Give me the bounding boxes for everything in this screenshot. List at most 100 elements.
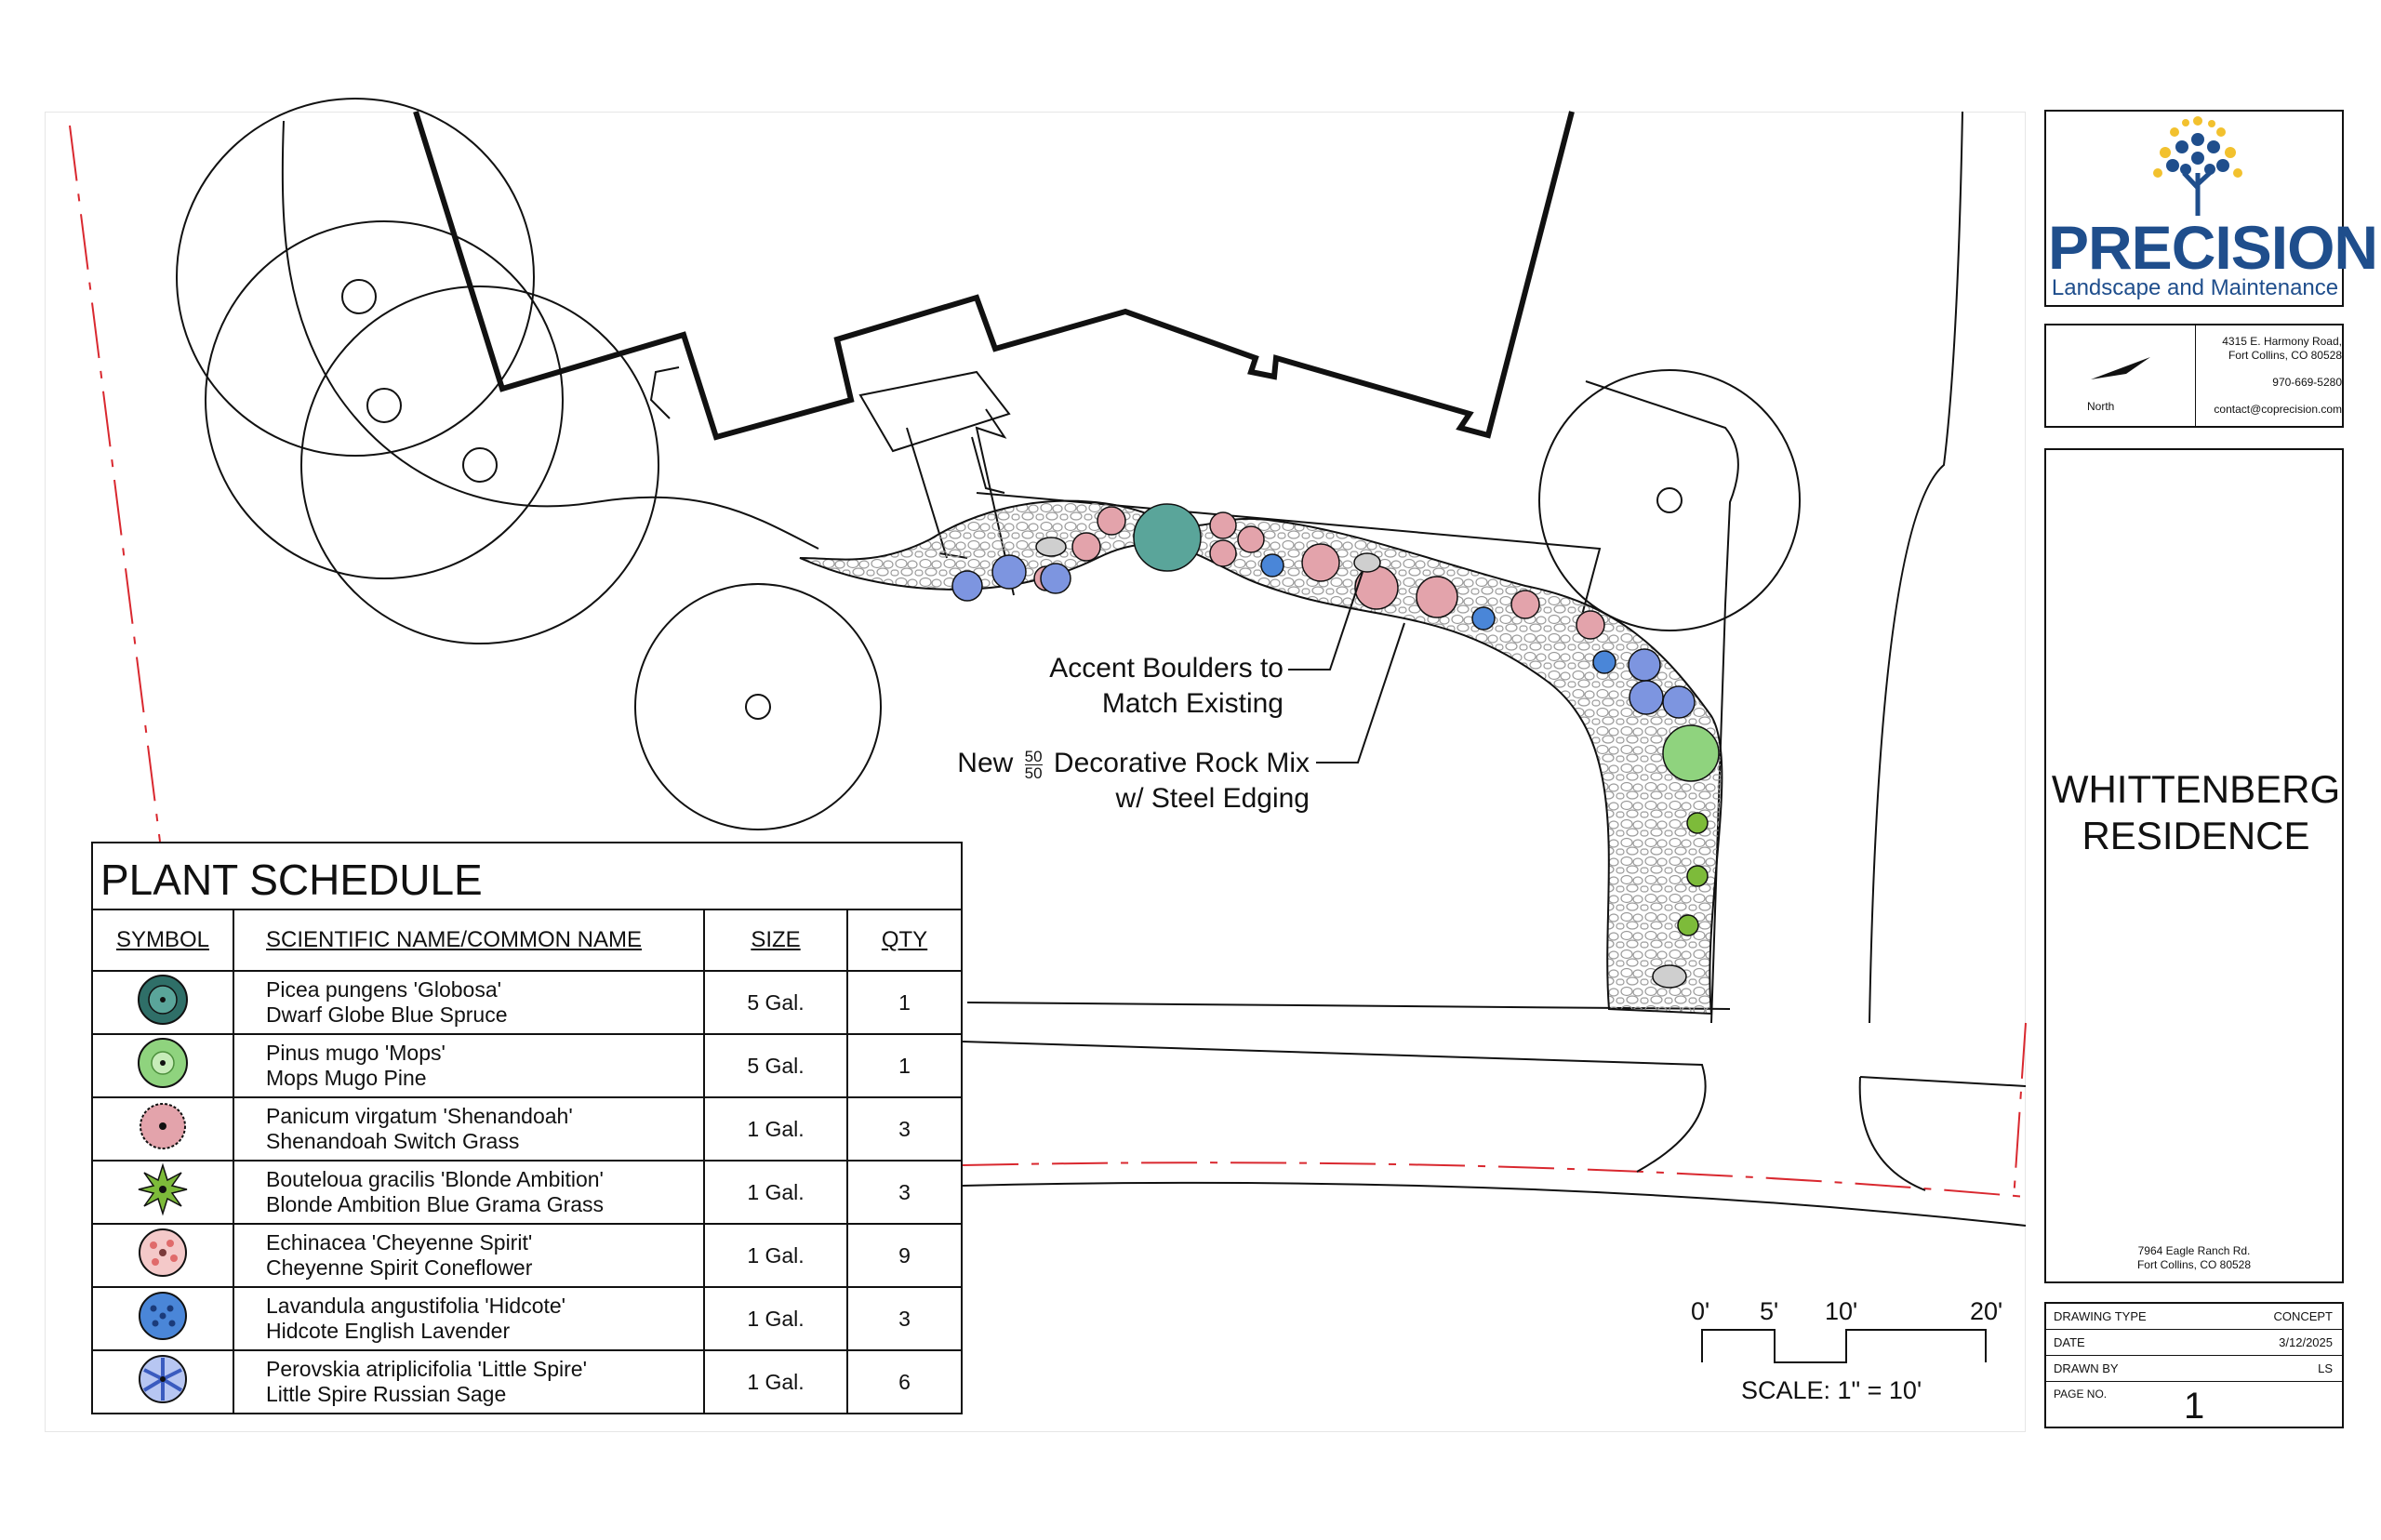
- accent-boulder: [1652, 964, 1687, 989]
- scientific-name: Bouteloua gracilis 'Blonde Ambition': [266, 1167, 604, 1191]
- drawing-type-label: DRAWING TYPE: [2054, 1309, 2147, 1323]
- qty-cell: 1: [845, 970, 964, 1035]
- scale-label: SCALE: 1" = 10': [1741, 1376, 1922, 1404]
- rock-mix-frac-num: 50: [1024, 747, 1043, 765]
- grama-grass-plant: [1677, 914, 1699, 936]
- symbol-cell: [91, 1160, 234, 1225]
- russian-sage-plant: [1662, 685, 1696, 719]
- common-name: Shenandoah Switch Grass: [266, 1129, 520, 1153]
- plant-name-cell: Lavandula angustifolia 'Hidcote' Hidcote…: [233, 1286, 705, 1351]
- qty-cell: 1: [845, 1033, 964, 1098]
- qty-cell: 3: [845, 1286, 964, 1351]
- russian-sage-plant: [951, 570, 983, 602]
- logo-wordmark: PRECISION: [2048, 213, 2378, 282]
- scale-tick-0: 0': [1691, 1297, 1710, 1325]
- north-label: North: [2087, 400, 2115, 413]
- page-no-row: PAGE NO. 1: [2046, 1382, 2342, 1427]
- rock-mix-note: New 50 50 Decorative Rock Mix w/ Steel E…: [884, 746, 1310, 816]
- rock-mix-prefix: New: [957, 748, 1014, 778]
- size-cell: 1 Gal.: [703, 1349, 848, 1414]
- symbol-cell: [91, 1096, 234, 1162]
- drawn-by-label: DRAWN BY: [2054, 1361, 2119, 1375]
- company-address-2: Fort Collins, CO 80528: [2228, 349, 2342, 362]
- accent-boulder: [1353, 552, 1381, 573]
- switch-grass-plant: [1209, 539, 1237, 567]
- north-arrow-icon: [2091, 357, 2150, 379]
- company-address-1: 4315 E. Harmony Road,: [2222, 335, 2342, 348]
- col-header-size: SIZE: [703, 909, 848, 972]
- tree-canopies: [176, 98, 1801, 830]
- scientific-name: Pinus mugo 'Mops': [266, 1041, 446, 1065]
- plant-schedule: PLANT SCHEDULE SYMBOL SCIENTIFIC NAME/CO…: [90, 842, 964, 1414]
- project-name: WHITTENBERG RESIDENCE: [2046, 766, 2346, 859]
- size-cell: 1 Gal.: [703, 1223, 848, 1288]
- drawing-type-row: DRAWING TYPE CONCEPT: [2046, 1304, 2342, 1330]
- tree-logo-icon: [2153, 116, 2242, 216]
- common-name: Dwarf Globe Blue Spruce: [266, 1002, 508, 1027]
- symbol-cell: [91, 1286, 234, 1351]
- scale-bar: [1701, 1329, 1987, 1363]
- size-cell: 1 Gal.: [703, 1286, 848, 1351]
- table-row: Bouteloua gracilis 'Blonde Ambition' Blo…: [91, 1160, 964, 1225]
- rock-mix-fraction: 50 50: [1024, 747, 1043, 781]
- scale-tick-5: 5': [1760, 1297, 1779, 1325]
- coneflower-icon: [139, 1228, 187, 1277]
- size-cell: 1 Gal.: [703, 1160, 848, 1225]
- table-row: Lavandula angustifolia 'Hidcote' Hidcote…: [91, 1286, 964, 1351]
- site-plan-drawing: [69, 98, 2027, 1363]
- switch-grass-plant: [1301, 543, 1340, 582]
- col-header-symbol: SYMBOL: [91, 909, 234, 972]
- symbol-cell: [91, 1033, 234, 1098]
- grama-grass-plant: [1686, 812, 1709, 834]
- rock-mix-suffix: Decorative Rock Mix: [1053, 748, 1310, 778]
- scientific-name: Echinacea 'Cheyenne Spirit': [266, 1230, 533, 1255]
- north-contact-box: North 4315 E. Harmony Road, Fort Collins…: [2044, 324, 2344, 428]
- scale-tick-20: 20': [1970, 1297, 2003, 1325]
- russian-sage-plant: [991, 554, 1027, 590]
- plant-name-cell: Panicum virgatum 'Shenandoah' Shenandoah…: [233, 1096, 705, 1162]
- scientific-name: Picea pungens 'Globosa': [266, 977, 502, 1002]
- project-name-line2: RESIDENCE: [2082, 814, 2310, 857]
- size-cell: 1 Gal.: [703, 1096, 848, 1162]
- page-no-label: PAGE NO.: [2054, 1387, 2108, 1401]
- company-email: contact@coprecision.com: [2214, 403, 2342, 416]
- logo-tagline: Landscape and Maintenance: [2051, 275, 2339, 300]
- plan-frame: [45, 112, 2026, 1432]
- common-name: Hidcote English Lavender: [266, 1319, 511, 1343]
- date-value: 3/12/2025: [2279, 1335, 2333, 1349]
- qty-cell: 3: [845, 1160, 964, 1225]
- project-name-line1: WHITTENBERG: [2051, 767, 2341, 811]
- drawn-by-value: LS: [2318, 1361, 2333, 1375]
- lavender-icon: [139, 1292, 187, 1340]
- decorative-rock-bed: [799, 499, 1723, 1016]
- switch-grass-icon: [140, 1103, 186, 1149]
- russian-sage-icon: [139, 1355, 187, 1403]
- rock-mix-line2: w/ Steel Edging: [1115, 783, 1310, 814]
- russian-sage-plant: [1628, 648, 1661, 682]
- common-name: Cheyenne Spirit Coneflower: [266, 1255, 533, 1280]
- common-name: Blonde Ambition Blue Grama Grass: [266, 1192, 605, 1216]
- size-cell: 5 Gal.: [703, 1033, 848, 1098]
- spruce-plant: [1133, 503, 1202, 572]
- qty-cell: 3: [845, 1096, 964, 1162]
- rock-mix-line1: New 50 50 Decorative Rock Mix: [884, 746, 1310, 781]
- plant-name-cell: Bouteloua gracilis 'Blonde Ambition' Blo…: [233, 1160, 705, 1225]
- company-phone: 970-669-5280: [2272, 376, 2342, 389]
- switch-grass-plant: [1071, 532, 1101, 562]
- drawn-by-row: DRAWN BY LS: [2046, 1356, 2342, 1382]
- switch-grass-plant: [1510, 590, 1540, 619]
- scale-tick-10: 10': [1825, 1297, 1858, 1325]
- qty-cell: 6: [845, 1349, 964, 1414]
- boulders-note-line2: Match Existing: [1101, 688, 1284, 719]
- plant-schedule-table: PLANT SCHEDULE SYMBOL SCIENTIFIC NAME/CO…: [90, 842, 964, 1414]
- switch-grass-plant: [1209, 511, 1237, 539]
- symbol-cell: [91, 970, 234, 1035]
- boulders-note-line1: Accent Boulders to: [1049, 653, 1284, 684]
- project-box: WHITTENBERG RESIDENCE 7964 Eagle Ranch R…: [2044, 448, 2344, 1283]
- property-line-left: [69, 125, 161, 843]
- house-outline: [413, 111, 1575, 441]
- bed-plants: [951, 503, 1720, 989]
- project-address: 7964 Eagle Ranch Rd. Fort Collins, CO 80…: [2046, 1244, 2342, 1272]
- plant-name-cell: Picea pungens 'Globosa' Dwarf Globe Blue…: [233, 970, 705, 1035]
